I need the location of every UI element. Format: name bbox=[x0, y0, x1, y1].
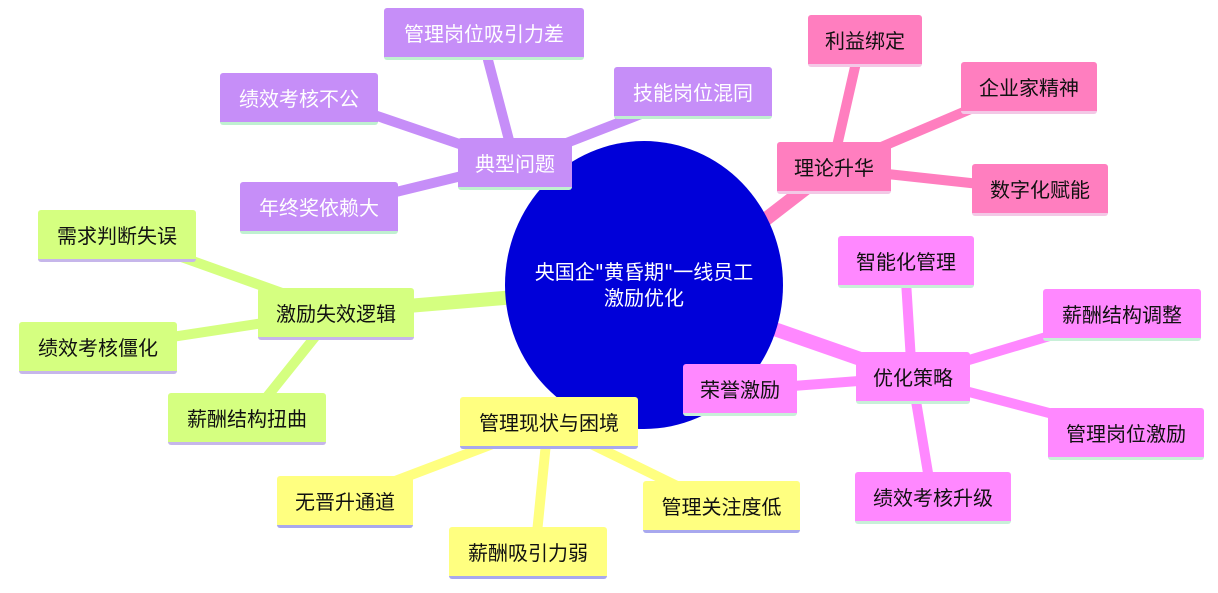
node-honor-incentive: 荣誉激励 bbox=[683, 364, 797, 416]
branch-label: 理论升华 bbox=[794, 156, 874, 180]
node-digital-empowerment: 数字化赋能 bbox=[972, 164, 1108, 216]
node-management-attraction-poor: 管理岗位吸引力差 bbox=[384, 8, 584, 60]
node-performance-unfair: 绩效考核不公 bbox=[220, 73, 378, 125]
node-salary-attraction-weak: 薪酬吸引力弱 bbox=[449, 527, 607, 579]
node-skill-post-mixed: 技能岗位混同 bbox=[614, 67, 772, 119]
branch-incentive-failure-logic: 激励失效逻辑 bbox=[258, 288, 414, 340]
node-performance-upgrade: 绩效考核升级 bbox=[855, 472, 1011, 524]
branch-typical-problems: 典型问题 bbox=[458, 138, 572, 190]
branch-label: 管理现状与困境 bbox=[479, 411, 619, 435]
branch-label: 优化策略 bbox=[873, 366, 953, 390]
branch-optimization-strategy: 优化策略 bbox=[856, 352, 970, 404]
node-entrepreneurship: 企业家精神 bbox=[961, 62, 1097, 114]
node-interest-binding: 利益绑定 bbox=[808, 15, 922, 67]
node-demand-misjudged: 需求判断失误 bbox=[38, 210, 196, 262]
branch-management-status: 管理现状与困境 bbox=[460, 397, 638, 449]
node-management-post-incentive: 管理岗位激励 bbox=[1048, 408, 1204, 460]
node-no-promotion-path: 无晋升通道 bbox=[277, 476, 413, 528]
branch-theory: 理论升华 bbox=[777, 142, 891, 194]
node-management-attention-low: 管理关注度低 bbox=[643, 481, 800, 533]
branch-label: 典型问题 bbox=[475, 152, 555, 176]
node-performance-rigid: 绩效考核僵化 bbox=[19, 322, 177, 374]
node-yearend-bonus-dependence: 年终奖依赖大 bbox=[240, 182, 398, 234]
node-salary-distorted: 薪酬结构扭曲 bbox=[168, 393, 326, 445]
node-intelligent-management: 智能化管理 bbox=[838, 236, 974, 288]
node-salary-structure-adjust: 薪酬结构调整 bbox=[1043, 289, 1201, 341]
center-topic-label: 央国企"黄昏期"一线员工激励优化 bbox=[534, 260, 754, 310]
branch-label: 激励失效逻辑 bbox=[276, 302, 396, 326]
